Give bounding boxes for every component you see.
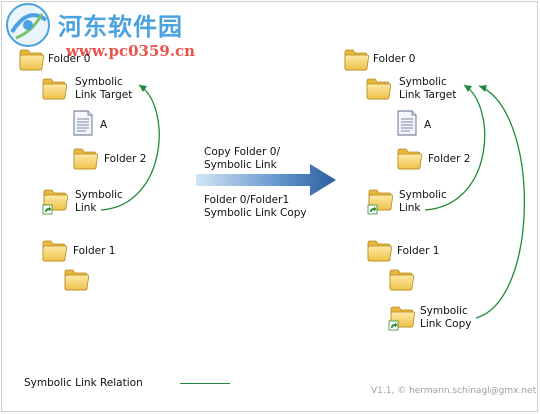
- left-folder2-label: Folder 2: [104, 153, 147, 165]
- operation-source-2: Symbolic Link: [204, 159, 277, 171]
- relation-arrowhead: [464, 85, 472, 92]
- site-name: 河东软件园: [58, 13, 183, 41]
- relation-curve: [424, 84, 486, 211]
- right-folder2-label: Folder 2: [428, 153, 471, 165]
- folder-icon: [366, 78, 392, 100]
- document-icon: [397, 110, 417, 136]
- site-url: www.pc0359.cn: [66, 42, 196, 60]
- right-symlink-copy-label-1: Symbolic: [420, 305, 468, 317]
- right-symlink-label-2: Link: [399, 202, 421, 214]
- folder-icon: [42, 78, 68, 100]
- relation-arrowhead: [479, 85, 487, 92]
- left-symlink-target-label-2: Link Target: [75, 89, 133, 101]
- right-file-a-label: A: [424, 119, 432, 131]
- left-symlink-label-1: Symbolic: [75, 189, 123, 201]
- relation-curve: [100, 84, 160, 211]
- right-folder1-label: Folder 1: [397, 245, 440, 257]
- operation-target-2: Symbolic Link Copy: [204, 207, 307, 219]
- folder-icon: [344, 49, 370, 71]
- shortcut-arrow-icon: [42, 204, 53, 215]
- credit-text: V1.1, © hermann.schinagl@gmx.net: [371, 386, 537, 396]
- shortcut-arrow-icon: [367, 204, 378, 215]
- document-icon: [73, 110, 93, 136]
- folder-icon: [42, 240, 68, 262]
- operation-target-1: Folder 0/Folder1: [204, 194, 290, 206]
- site-logo-icon: [6, 3, 50, 47]
- left-symlink-label-2: Link: [75, 202, 97, 214]
- legend-line: [180, 383, 230, 384]
- operation-source-1: Copy Folder 0/: [204, 146, 280, 158]
- right-symlink-label-1: Symbolic: [399, 189, 447, 201]
- relation-curve: [475, 85, 526, 319]
- folder-icon: [389, 269, 415, 291]
- folder-icon: [64, 269, 90, 291]
- folder-icon: [73, 148, 99, 170]
- folder-icon: [397, 148, 423, 170]
- left-folder0-label: Folder 0: [48, 53, 91, 65]
- left-file-a-label: A: [100, 119, 108, 131]
- right-symlink-copy-label-2: Link Copy: [420, 318, 472, 330]
- right-symlink-target-label-1: Symbolic: [399, 76, 447, 88]
- left-folder1-label: Folder 1: [73, 245, 116, 257]
- folder-icon: [19, 49, 45, 71]
- right-folder0-label: Folder 0: [373, 53, 416, 65]
- legend-label: Symbolic Link Relation: [24, 377, 143, 389]
- shortcut-arrow-icon: [388, 320, 399, 331]
- left-symlink-target-label-1: Symbolic: [75, 76, 123, 88]
- right-symlink-target-label-2: Link Target: [399, 89, 457, 101]
- folder-icon: [367, 240, 393, 262]
- relation-arrowhead: [139, 85, 147, 92]
- copy-arrow: [196, 164, 336, 196]
